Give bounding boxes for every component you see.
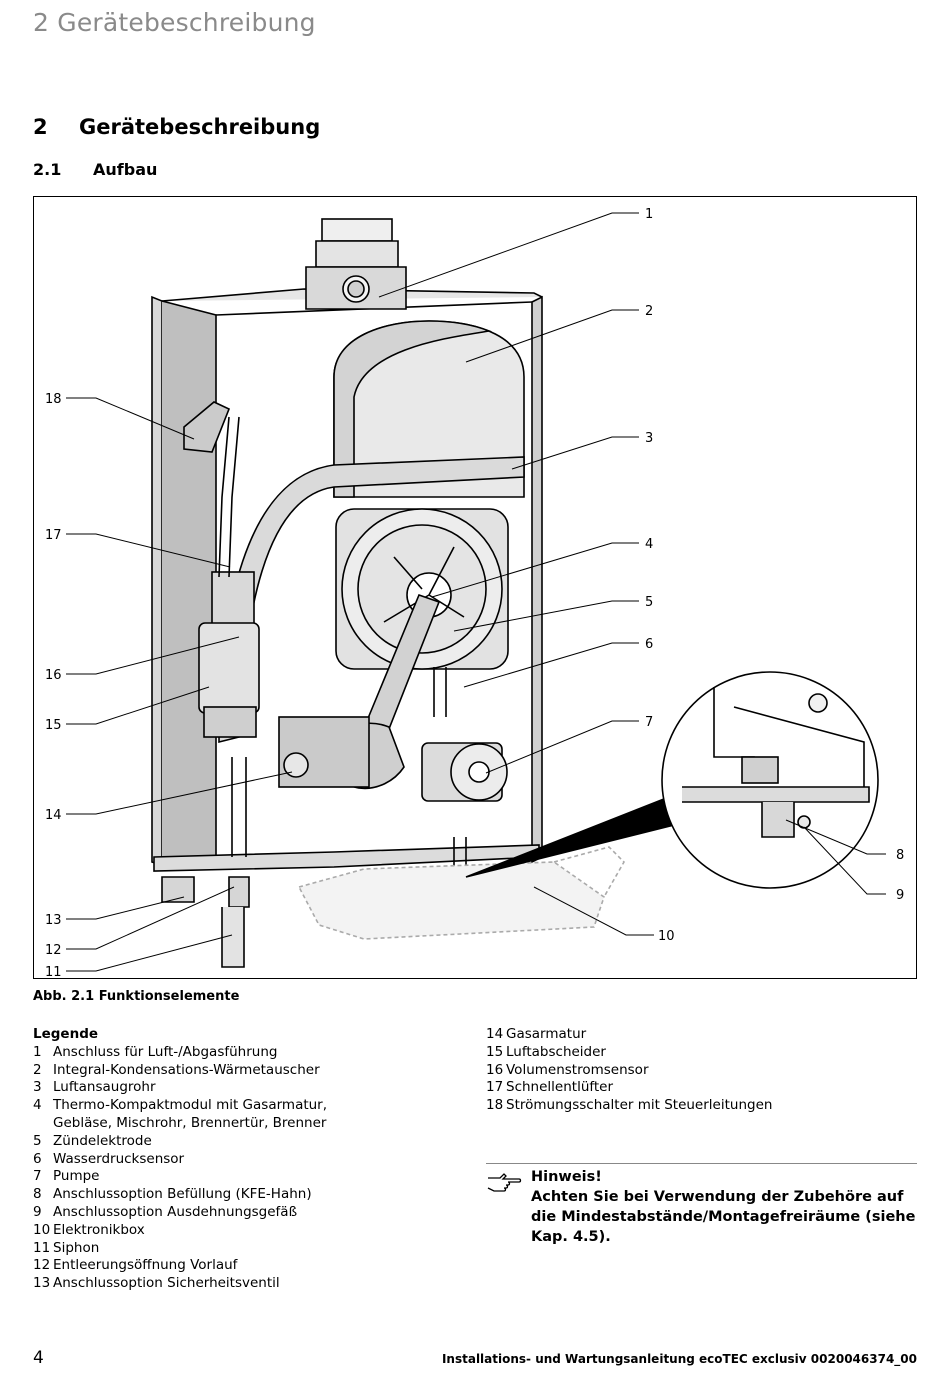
legend-text: Strömungsschalter mit Steuerleitungen bbox=[506, 1097, 773, 1114]
callout-8: 8 bbox=[896, 848, 904, 863]
legend-number: 9 bbox=[33, 1203, 42, 1220]
legend-number: 1 bbox=[33, 1043, 42, 1060]
leader-lines bbox=[66, 212, 886, 972]
legend-text: Thermo-Kompaktmodul mit Gasarmatur, Gebl… bbox=[53, 1097, 328, 1131]
legend-text: Anschluss für Luft-/Abgasführung bbox=[53, 1043, 278, 1060]
legend-number: 12 bbox=[33, 1257, 51, 1274]
boiler-illustration: 1 2 3 4 5 6 7 8 9 10 11 12 13 14 15 16 1… bbox=[45, 207, 904, 980]
legend-number: 6 bbox=[33, 1150, 42, 1167]
callout-14: 14 bbox=[45, 808, 62, 823]
legend-text: Gasarmatur bbox=[506, 1026, 587, 1042]
page-number: 4 bbox=[33, 1348, 44, 1368]
legend-number: 11 bbox=[33, 1239, 51, 1256]
legend-number: 10 bbox=[33, 1221, 51, 1238]
legend-number: 16 bbox=[486, 1061, 504, 1078]
legend-text: Volumenstromsensor bbox=[506, 1061, 649, 1078]
legend-text: Elektronikbox bbox=[53, 1221, 145, 1238]
callout-1: 1 bbox=[645, 207, 653, 222]
subsection-heading: 2.1 Aufbau bbox=[33, 160, 157, 179]
legend-number: 15 bbox=[486, 1043, 504, 1060]
device-figure: 1 2 3 4 5 6 7 8 9 10 11 12 13 14 15 16 1… bbox=[33, 196, 917, 980]
subsection-title: Aufbau bbox=[93, 160, 158, 179]
legend-number: 17 bbox=[486, 1079, 504, 1096]
callout-9: 9 bbox=[896, 888, 904, 903]
legend-number: 8 bbox=[33, 1186, 42, 1203]
callout-15: 15 bbox=[45, 718, 62, 733]
legend-number: 13 bbox=[33, 1275, 51, 1292]
running-head: 2 Gerätebeschreibung bbox=[33, 8, 316, 37]
legend-text: Siphon bbox=[53, 1239, 100, 1256]
callout-6: 6 bbox=[645, 637, 653, 652]
callout-5: 5 bbox=[645, 595, 653, 610]
subsection-number: 2.1 bbox=[33, 160, 62, 179]
legend-number: 14 bbox=[486, 1026, 504, 1042]
callout-13: 13 bbox=[45, 913, 62, 928]
legend-item: 3 Luftansaugrohr bbox=[33, 1079, 463, 1097]
legend-item: 5 Zündelektrode bbox=[33, 1133, 463, 1151]
legend-number: 5 bbox=[33, 1132, 42, 1149]
section-number: 2 bbox=[33, 115, 48, 139]
note-text: Achten Sie bei Verwendung der Zubehöre a… bbox=[531, 1189, 916, 1245]
legend-text: Anschlussoption Ausdehnungsgefäß bbox=[53, 1203, 298, 1220]
callout-16: 16 bbox=[45, 668, 62, 683]
section-title: Gerätebeschreibung bbox=[79, 115, 321, 139]
legend-item: 2 Integral-Kondensations-Wärmetauscher bbox=[33, 1062, 463, 1080]
legend-text: Zündelektrode bbox=[53, 1132, 152, 1149]
callout-4: 4 bbox=[645, 537, 653, 552]
section-heading: 2 Gerätebeschreibung bbox=[33, 115, 320, 139]
legend-left: Legende 1 Anschluss für Luft-/Abgasführun… bbox=[33, 1026, 463, 1293]
legend-item: 6 Wasserdrucksensor bbox=[33, 1151, 463, 1169]
callout-2: 2 bbox=[645, 304, 653, 319]
legend-text: Entleerungsöffnung Vorlauf bbox=[53, 1257, 238, 1274]
callout-3: 3 bbox=[645, 431, 653, 446]
legend-number: 2 bbox=[33, 1061, 42, 1078]
callout-7: 7 bbox=[645, 715, 653, 730]
legend-text: Schnellentlüfter bbox=[506, 1079, 614, 1096]
legend-title: Legende bbox=[33, 1026, 99, 1042]
callout-10: 10 bbox=[658, 929, 675, 944]
legend-text: Wasserdrucksensor bbox=[53, 1150, 185, 1167]
callout-18: 18 bbox=[45, 392, 62, 407]
legend-text: Integral-Kondensations-Wärmetauscher bbox=[53, 1061, 320, 1078]
footer-text: Installations- und Wartungsanleitung eco… bbox=[441, 1352, 917, 1366]
note-title: Hinweis! bbox=[531, 1169, 602, 1185]
legend-number: 7 bbox=[33, 1168, 42, 1185]
boiler-drawing bbox=[151, 218, 879, 968]
legend-text: Anschlussoption Sicherheitsventil bbox=[53, 1275, 280, 1292]
legend-text: Pumpe bbox=[53, 1168, 100, 1185]
callout-17: 17 bbox=[45, 528, 62, 543]
legend-text: Luftabscheider bbox=[506, 1043, 606, 1060]
pointing-hand-icon bbox=[487, 1173, 522, 1192]
callout-12: 12 bbox=[45, 943, 62, 958]
legend-item: 9 Anschlussoption Ausdehnungsgefäß bbox=[33, 1204, 463, 1222]
legend-text: Anschlussoption Befüllung (KFE-Hahn) bbox=[53, 1186, 312, 1203]
legend-item: 4 Thermo-Kompaktmodul mit Gasarmatur, Geb… bbox=[33, 1097, 463, 1133]
note-box: Hinweis! Achten Sie bei Verwendung der Z… bbox=[531, 1167, 921, 1247]
legend-number: 3 bbox=[33, 1079, 42, 1096]
legend-item: 7 Pumpe bbox=[33, 1168, 463, 1186]
legend-item: 1 Anschluss für Luft-/Abgasführung bbox=[33, 1044, 463, 1062]
legend-number: 18 bbox=[486, 1097, 504, 1114]
note-divider bbox=[486, 1163, 917, 1164]
legend-number: 4 bbox=[33, 1097, 42, 1114]
legend-item: 8 Anschlussoption Befüllung (KFE-Hahn) bbox=[33, 1186, 463, 1204]
callout-11: 11 bbox=[45, 965, 62, 980]
figure-caption: Abb. 2.1 Funktionselemente bbox=[33, 989, 240, 1004]
legend-text: Luftansaugrohr bbox=[53, 1079, 156, 1096]
